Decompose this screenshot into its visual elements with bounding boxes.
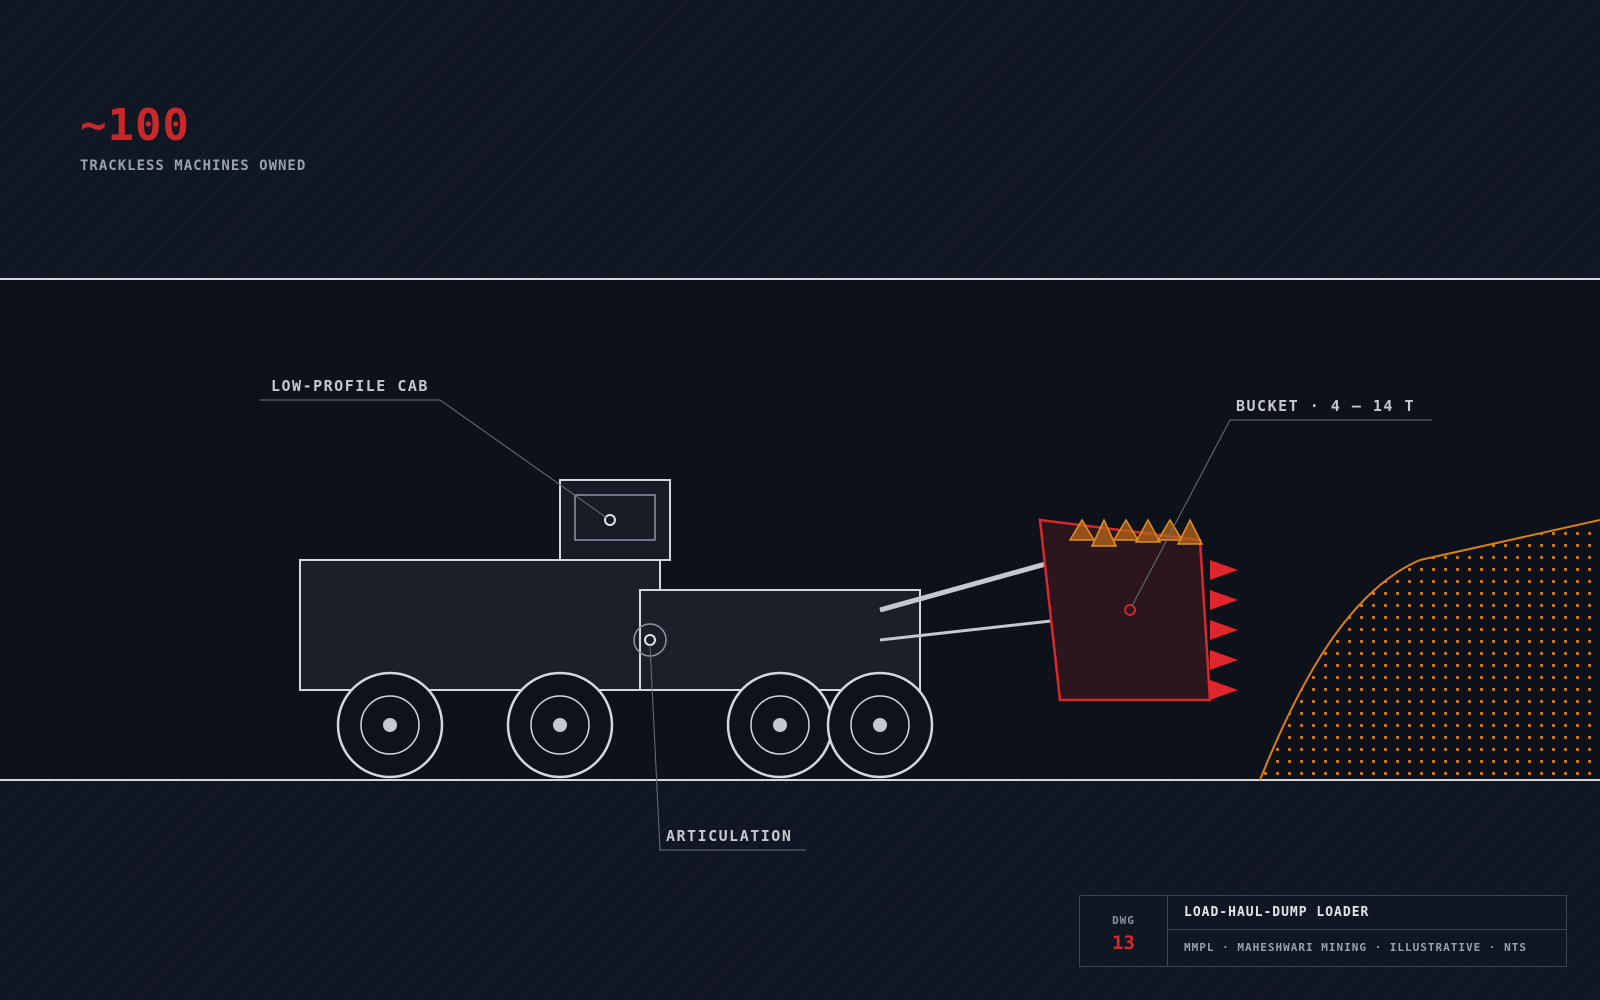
- drawing-number-cell: DWG 13: [1080, 896, 1168, 966]
- lift-arm-upper: [879, 557, 1061, 613]
- rear-body: [299, 559, 661, 691]
- drawing-label: DWG: [1112, 914, 1135, 927]
- top-hatched-band: [0, 0, 1600, 279]
- cab-window: [574, 494, 656, 541]
- stat-label: TRACKLESS MACHINES OWNED: [80, 158, 307, 174]
- title-block: DWG 13 LOAD-HAUL-DUMP LOADER MMPL · MAHE…: [1079, 895, 1567, 967]
- bucket-marker: [1124, 604, 1136, 616]
- stat-value: ~100: [80, 100, 190, 151]
- drawing-number: 13: [1112, 932, 1135, 954]
- wheel-2: [506, 671, 614, 779]
- bucket-callout: BUCKET · 4 – 14 T: [1236, 397, 1416, 415]
- lift-arm-lower: [879, 618, 1061, 642]
- articulation-callout: ARTICULATION: [666, 827, 793, 845]
- wheel-1: [336, 671, 444, 779]
- drawing-title: LOAD-HAUL-DUMP LOADER: [1168, 896, 1566, 930]
- cab-marker: [604, 514, 616, 526]
- wheel-4: [826, 671, 934, 779]
- drawing-subtitle: MMPL · MAHESHWARI MINING · ILLUSTRATIVE …: [1184, 941, 1528, 954]
- articulation-ring: [633, 623, 667, 657]
- ore-pile: [1260, 520, 1600, 780]
- bucket-leader: [1131, 419, 1432, 607]
- cab-callout: LOW-PROFILE CAB: [271, 377, 429, 395]
- ore-pile-outline: [1259, 519, 1600, 781]
- bucket-load: [1068, 518, 1204, 547]
- articulation-leader: [649, 644, 806, 851]
- cab-leader: [260, 399, 608, 519]
- bucket-teeth: [1210, 560, 1238, 700]
- wheel-3: [726, 671, 834, 779]
